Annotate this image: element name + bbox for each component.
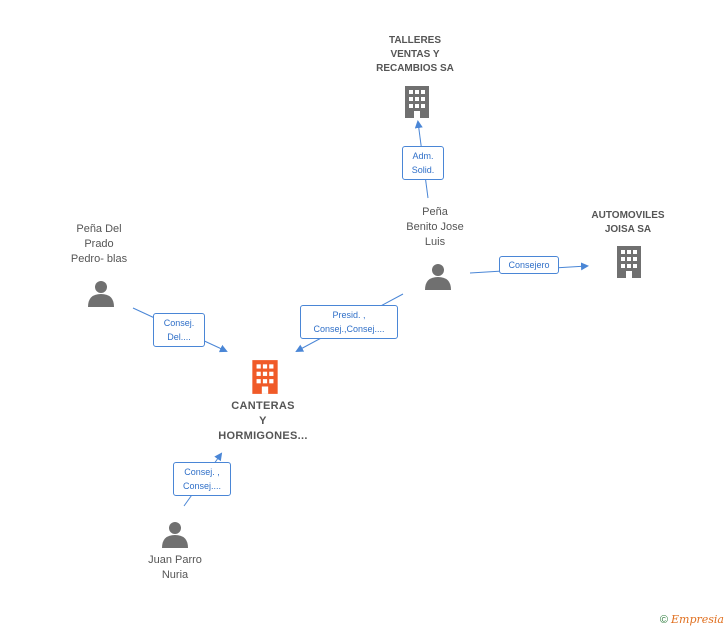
building-icon[interactable]	[402, 84, 432, 120]
person-icon[interactable]	[424, 262, 452, 290]
person-icon[interactable]	[87, 279, 115, 307]
role-consej-del[interactable]: Consej. Del....	[153, 313, 205, 347]
pena-prado-label[interactable]: Peña Del Prado Pedro- blas	[70, 223, 128, 265]
main-building-icon[interactable]	[249, 358, 281, 396]
building-icon[interactable]	[614, 244, 644, 280]
main-company-label[interactable]: CANTERAS Y HORMIGONES...	[218, 400, 308, 442]
person-icon[interactable]	[161, 520, 189, 548]
footer-brand[interactable]: © Empresia	[660, 613, 724, 626]
copyright-symbol: ©	[659, 614, 668, 626]
automoviles-label[interactable]: AUTOMOVILES JOISA SA	[591, 210, 665, 235]
pena-benito-label[interactable]: Peña Benito Jose Luis	[406, 206, 464, 248]
role-adm-solid[interactable]: Adm. Solid.	[402, 146, 444, 180]
juan-parro-label[interactable]: Juan Parro Nuria	[148, 554, 202, 581]
role-consej-consej[interactable]: Consej. , Consej....	[173, 462, 231, 496]
role-presid[interactable]: Presid. , Consej.,Consej....	[300, 305, 398, 339]
role-consejero[interactable]: Consejero	[499, 256, 559, 274]
talleres-label[interactable]: TALLERES VENTAS Y RECAMBIOS SA	[376, 35, 454, 74]
brand-logo-text: Empresia	[671, 613, 724, 626]
